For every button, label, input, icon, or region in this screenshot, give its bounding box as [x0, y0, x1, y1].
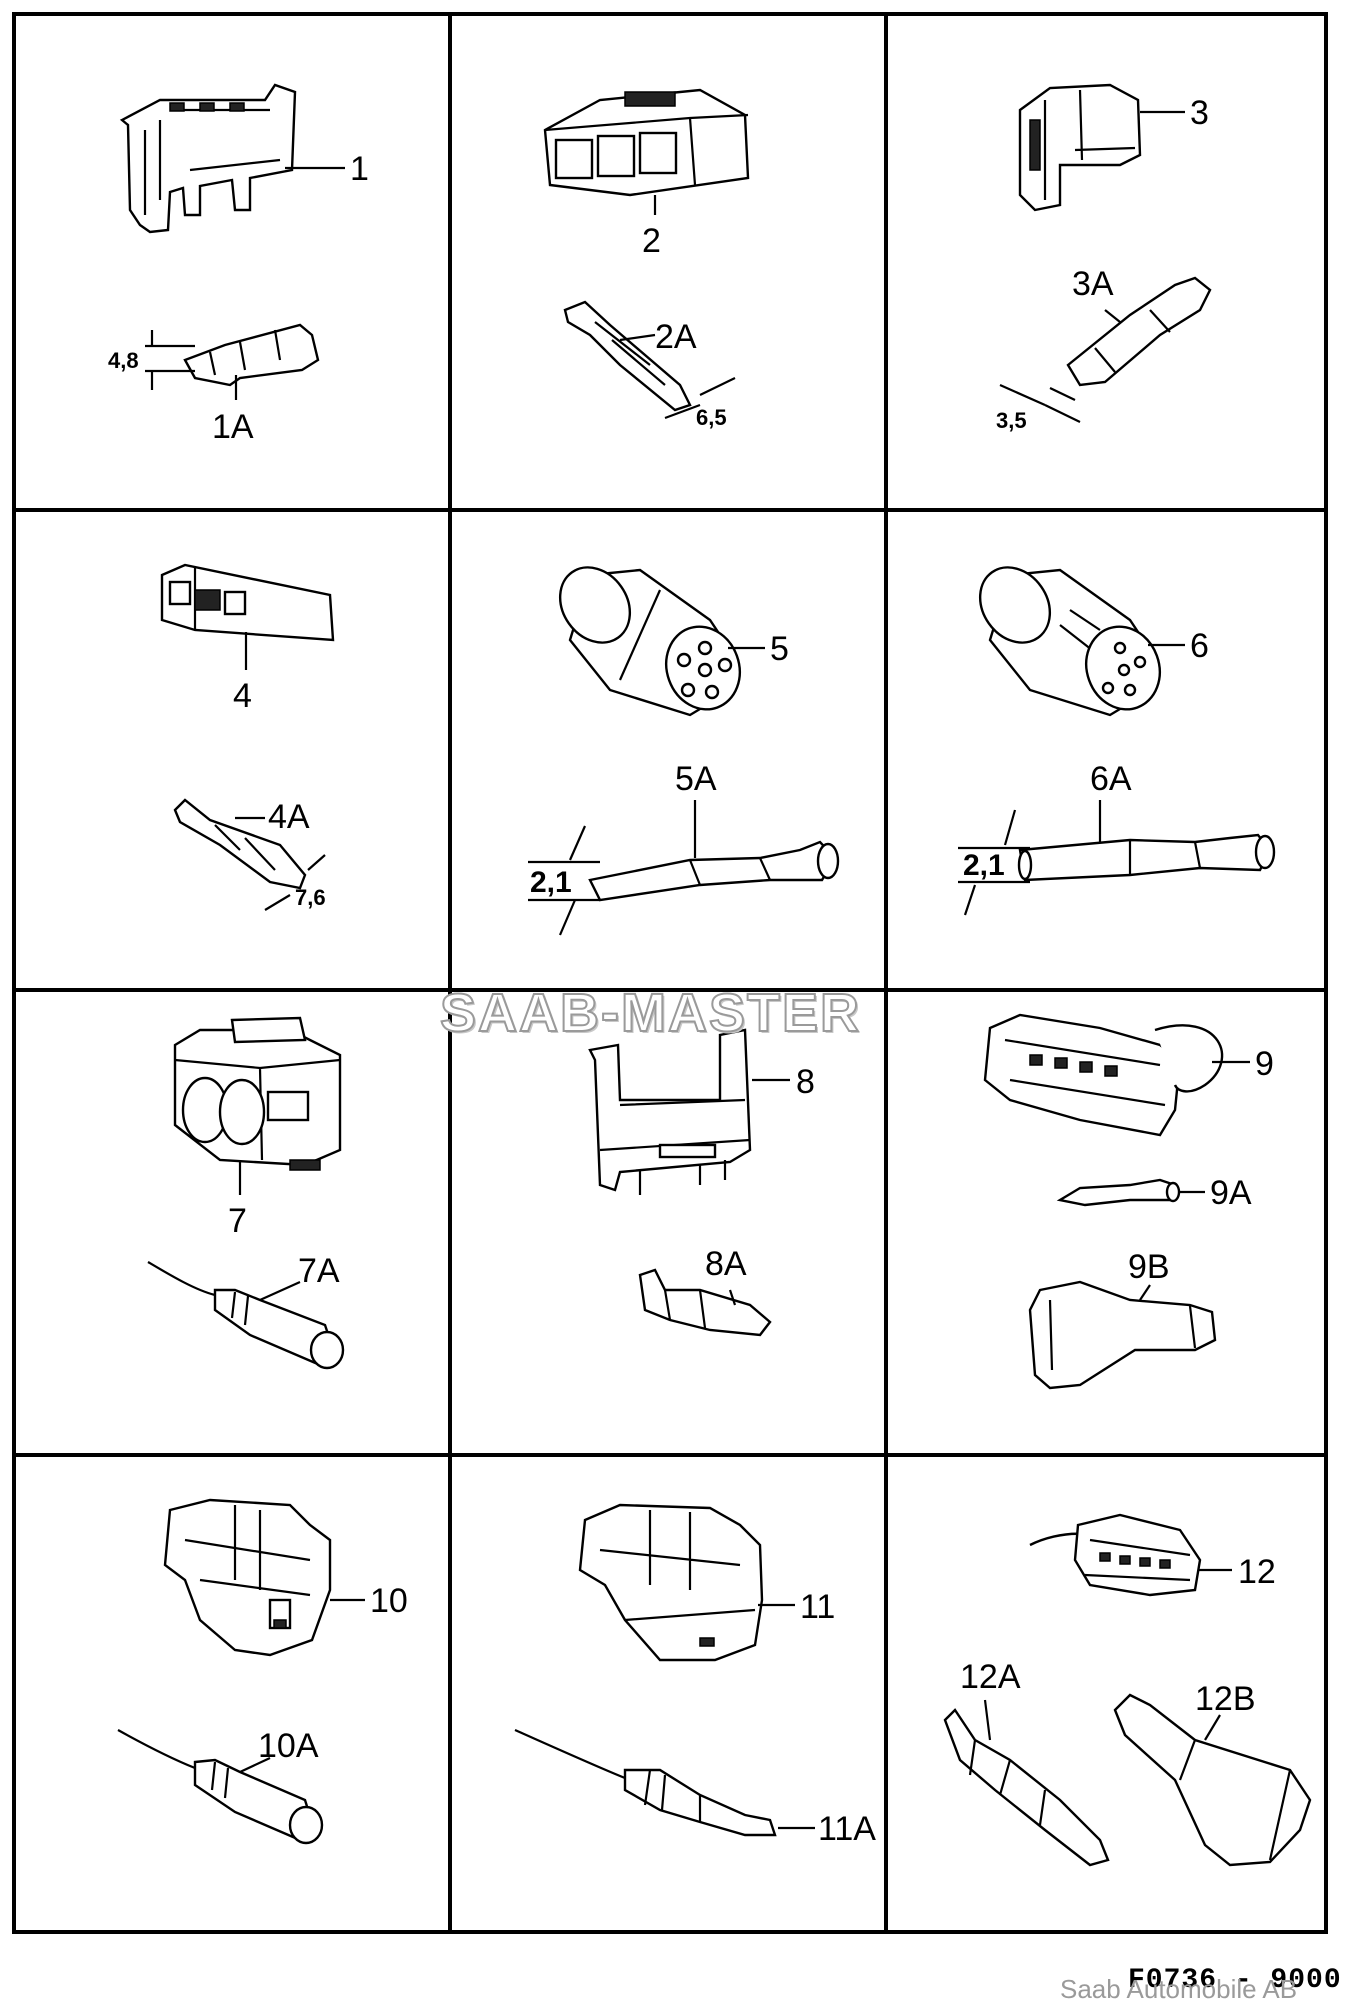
- part-9-connector: [983, 1013, 1250, 1137]
- part-9b-boot: [1028, 1280, 1217, 1390]
- part-10-connector: [163, 1498, 365, 1657]
- label-3: 3: [1190, 94, 1209, 132]
- dimension-3a: 3,5: [996, 408, 1027, 433]
- part-12a-terminal: [943, 1699, 1110, 1867]
- dimension-2a: 6,5: [696, 405, 727, 430]
- part-3a-terminal: [999, 276, 1212, 423]
- label-10: 10: [370, 1582, 408, 1620]
- label-9a: 9A: [1210, 1174, 1252, 1212]
- figure-code: F0736 - 9000: [1128, 1965, 1342, 1996]
- part-10a-terminal: [117, 1729, 324, 1845]
- copyright-text: Saab Automobile AB: [1060, 1974, 1298, 2004]
- label-4a: 4A: [268, 798, 310, 836]
- label-12b: 12B: [1195, 1680, 1256, 1718]
- part-7-connector: [173, 1016, 342, 1195]
- part-6a-terminal: [958, 800, 1276, 916]
- part-11-connector: [578, 1503, 795, 1662]
- dimension-1a: 4,8: [108, 348, 139, 373]
- label-10a: 10A: [258, 1727, 319, 1765]
- part-12-connector: [1029, 1513, 1232, 1597]
- label-11a: 11A: [818, 1810, 876, 1848]
- part-5-connector: [558, 566, 765, 717]
- label-1: 1: [350, 150, 369, 188]
- label-7: 7: [228, 1202, 247, 1240]
- label-12a: 12A: [960, 1658, 1021, 1696]
- part-4-connector: [160, 563, 335, 670]
- label-7a: 7A: [298, 1252, 340, 1290]
- label-9: 9: [1255, 1045, 1274, 1083]
- label-8: 8: [796, 1063, 815, 1101]
- part-3-connector: [1018, 83, 1185, 212]
- watermark-text: SAAB-MASTER: [439, 982, 861, 1044]
- label-12: 12: [1238, 1553, 1276, 1591]
- label-2: 2: [642, 222, 661, 260]
- label-3a: 3A: [1072, 265, 1114, 303]
- label-11: 11: [800, 1588, 835, 1626]
- label-6a: 6A: [1090, 760, 1132, 798]
- part-2a-terminal: [563, 300, 736, 420]
- part-2-connector: [543, 88, 750, 215]
- dimension-5a: 2,1: [530, 866, 572, 899]
- dimension-4a: 7,6: [295, 885, 326, 910]
- grid-frame: [12, 12, 1328, 1934]
- part-8-connector: [588, 1028, 790, 1195]
- label-2a: 2A: [655, 318, 697, 356]
- part-1-connector: [119, 83, 345, 234]
- label-1a: 1A: [212, 408, 254, 446]
- part-1a-terminal: [145, 323, 320, 400]
- label-5a: 5A: [675, 760, 717, 798]
- part-9a-terminal: [1056, 1178, 1205, 1207]
- label-4: 4: [233, 677, 252, 715]
- part-11a-terminal: [514, 1728, 815, 1837]
- part-7a-terminal: [147, 1261, 345, 1370]
- part-4a-terminal: [173, 798, 326, 911]
- label-6: 6: [1190, 627, 1209, 665]
- part-6-connector: [978, 566, 1185, 717]
- label-5: 5: [770, 630, 789, 668]
- part-12b-boot: [1113, 1693, 1312, 1867]
- part-5a-terminal: [528, 800, 840, 936]
- part-8a-terminal: [638, 1268, 772, 1337]
- dimension-6a: 2,1: [963, 849, 1005, 882]
- label-8a: 8A: [705, 1245, 747, 1283]
- label-9b: 9B: [1128, 1248, 1170, 1286]
